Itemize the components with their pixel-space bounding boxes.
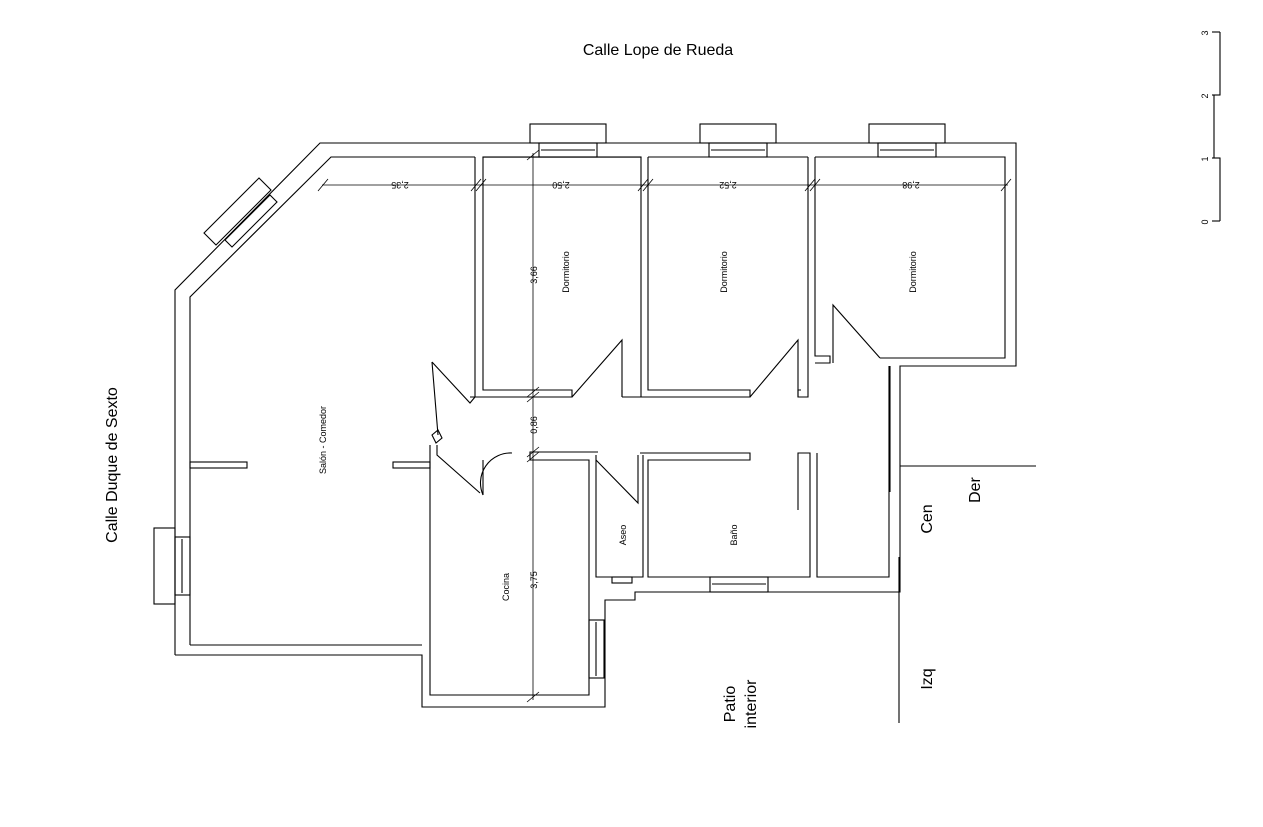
scale-tick-3: 3 bbox=[1200, 30, 1210, 35]
lower-walls bbox=[429, 361, 891, 696]
scale-tick-0: 0 bbox=[1200, 219, 1210, 224]
dimension-label-0-86: 0,86 bbox=[529, 416, 539, 434]
dimension-lines bbox=[317, 149, 1012, 703]
position-label-der: Der bbox=[967, 476, 984, 502]
scale-bar bbox=[1212, 31, 1221, 222]
room-label-dormitorio-3: Dormitorio bbox=[908, 251, 918, 293]
dimension-label-2-98: 2,98 bbox=[902, 180, 920, 190]
room-label-dormitorio-2: Dormitorio bbox=[719, 251, 729, 293]
patio-label-line-2: interior bbox=[743, 679, 760, 729]
position-label-cen: Cen bbox=[919, 504, 936, 533]
courtyard-lines bbox=[635, 465, 1036, 723]
patio-label-line-1: Patio bbox=[722, 686, 739, 723]
scale-tick-2: 2 bbox=[1200, 93, 1210, 98]
room-label-aseo: Aseo bbox=[618, 525, 628, 546]
windows bbox=[153, 123, 946, 679]
dimension-label-3-66: 3,66 bbox=[529, 266, 539, 284]
dimension-label-3-75: 3,75 bbox=[529, 571, 539, 589]
street-left-label: Calle Duque de Sexto bbox=[104, 387, 121, 543]
street-top-label: Calle Lope de Rueda bbox=[583, 42, 733, 59]
bedroom-doors bbox=[571, 303, 881, 398]
dimension-label-2-35: 2,35 bbox=[391, 180, 409, 190]
room-label-cocina: Cocina bbox=[501, 573, 511, 601]
bedroom-walls bbox=[470, 156, 1006, 398]
partition-stubs bbox=[189, 461, 431, 469]
room-label-salon: Salón - Comedor bbox=[318, 406, 328, 474]
scale-tick-1: 1 bbox=[1200, 156, 1210, 161]
door-hinge bbox=[431, 429, 443, 444]
dimension-label-2-50: 2,50 bbox=[552, 180, 570, 190]
room-label-dormitorio-1: Dormitorio bbox=[561, 251, 571, 293]
position-label-izq: Izq bbox=[919, 668, 936, 689]
room-label-bano: Baño bbox=[729, 524, 739, 545]
dimension-label-2-52: 2,52 bbox=[719, 180, 737, 190]
